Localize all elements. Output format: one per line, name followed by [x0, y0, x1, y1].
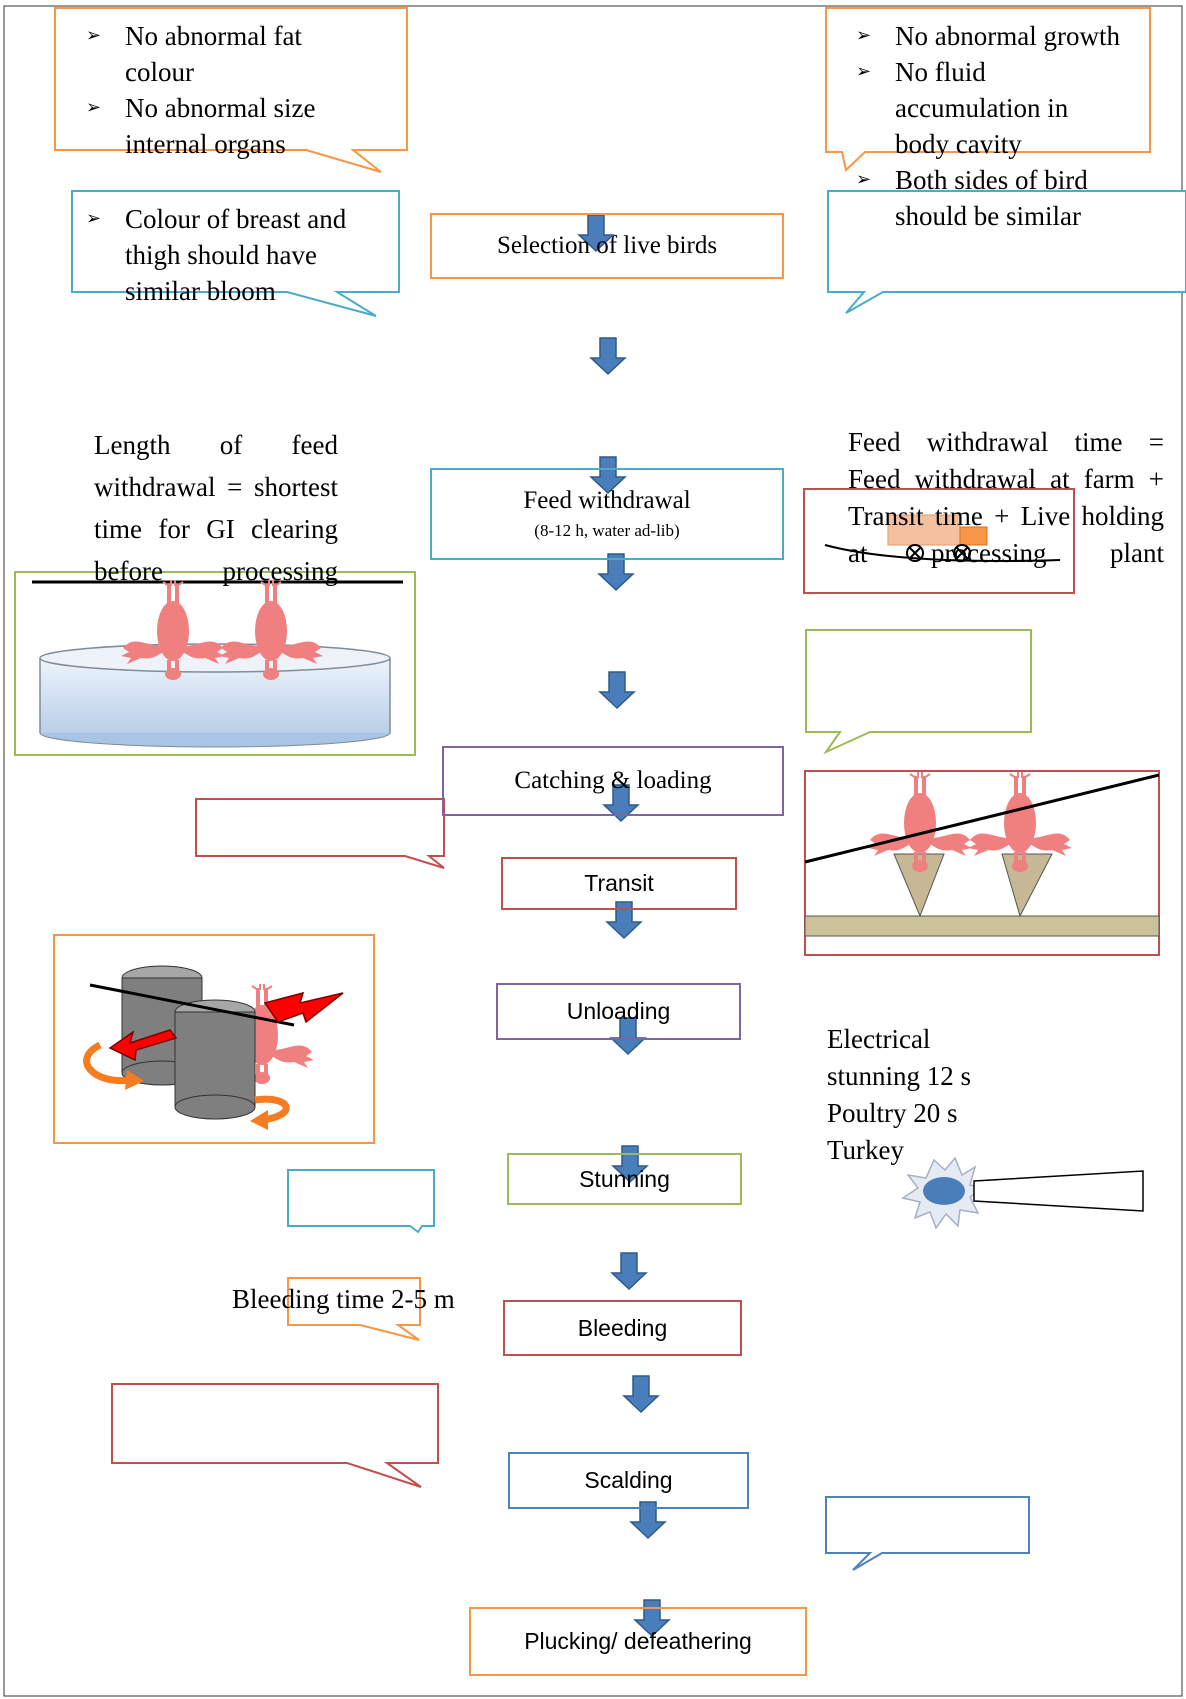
page-frame [3, 5, 1183, 1697]
step-plucking-defeathering: Plucking/ defeathering [469, 1607, 807, 1676]
callout-item: Colour of breast and thigh should have s… [70, 201, 370, 309]
callout-empty-blue [287, 1169, 435, 1234]
callout-fat-colour-list: No abnormal fat colour No abnormal size … [70, 18, 370, 162]
step-scalding: Scalding [508, 1452, 749, 1509]
bleeding-time-text: Bleeding time 2-5 m [232, 1284, 455, 1314]
callout-item: No abnormal fat colour [70, 18, 370, 90]
step-transit: Transit [501, 857, 737, 910]
callout-growth-list: No abnormal growth No fluid accumulation… [840, 18, 1185, 234]
callout-item: No abnormal growth [840, 18, 1185, 54]
callout-bleeding-time [287, 1277, 421, 1341]
electrical-stunning-text: Electrical stunning 12 s Poultry 20 s Tu… [827, 1024, 972, 1165]
callout-empty-red-1 [195, 798, 445, 869]
step-bleeding: Bleeding [503, 1300, 742, 1356]
feed-withdrawal-length-text: Length of feed withdrawal = shortest tim… [94, 430, 338, 586]
step-feed-withdrawal: Feed withdrawal (8-12 h, water ad-lib) [430, 468, 784, 560]
callout-empty-green [805, 629, 1032, 755]
step-unloading: Unloading [496, 983, 741, 1040]
feed-withdrawal-note: (8-12 h, water ad-lib) [534, 521, 680, 540]
callout-breast-list: Colour of breast and thigh should have s… [70, 201, 370, 309]
callout-empty-blue-2 [825, 1496, 1030, 1571]
callout-item: Both sides of bird should be similar [840, 162, 1125, 234]
callout-item: No fluid accumulation in body cavity [840, 54, 1125, 162]
step-catching-loading: Catching & loading [442, 746, 784, 816]
step-stunning: Stunning [507, 1153, 742, 1205]
callout-item: No abnormal size internal organs [70, 90, 370, 162]
step-selection-live-birds: Selection of live birds [430, 213, 784, 279]
callout-empty-red-2 [111, 1383, 439, 1488]
feed-withdrawal-time-text: Feed withdrawal time = Feed withdrawal a… [848, 427, 1164, 568]
